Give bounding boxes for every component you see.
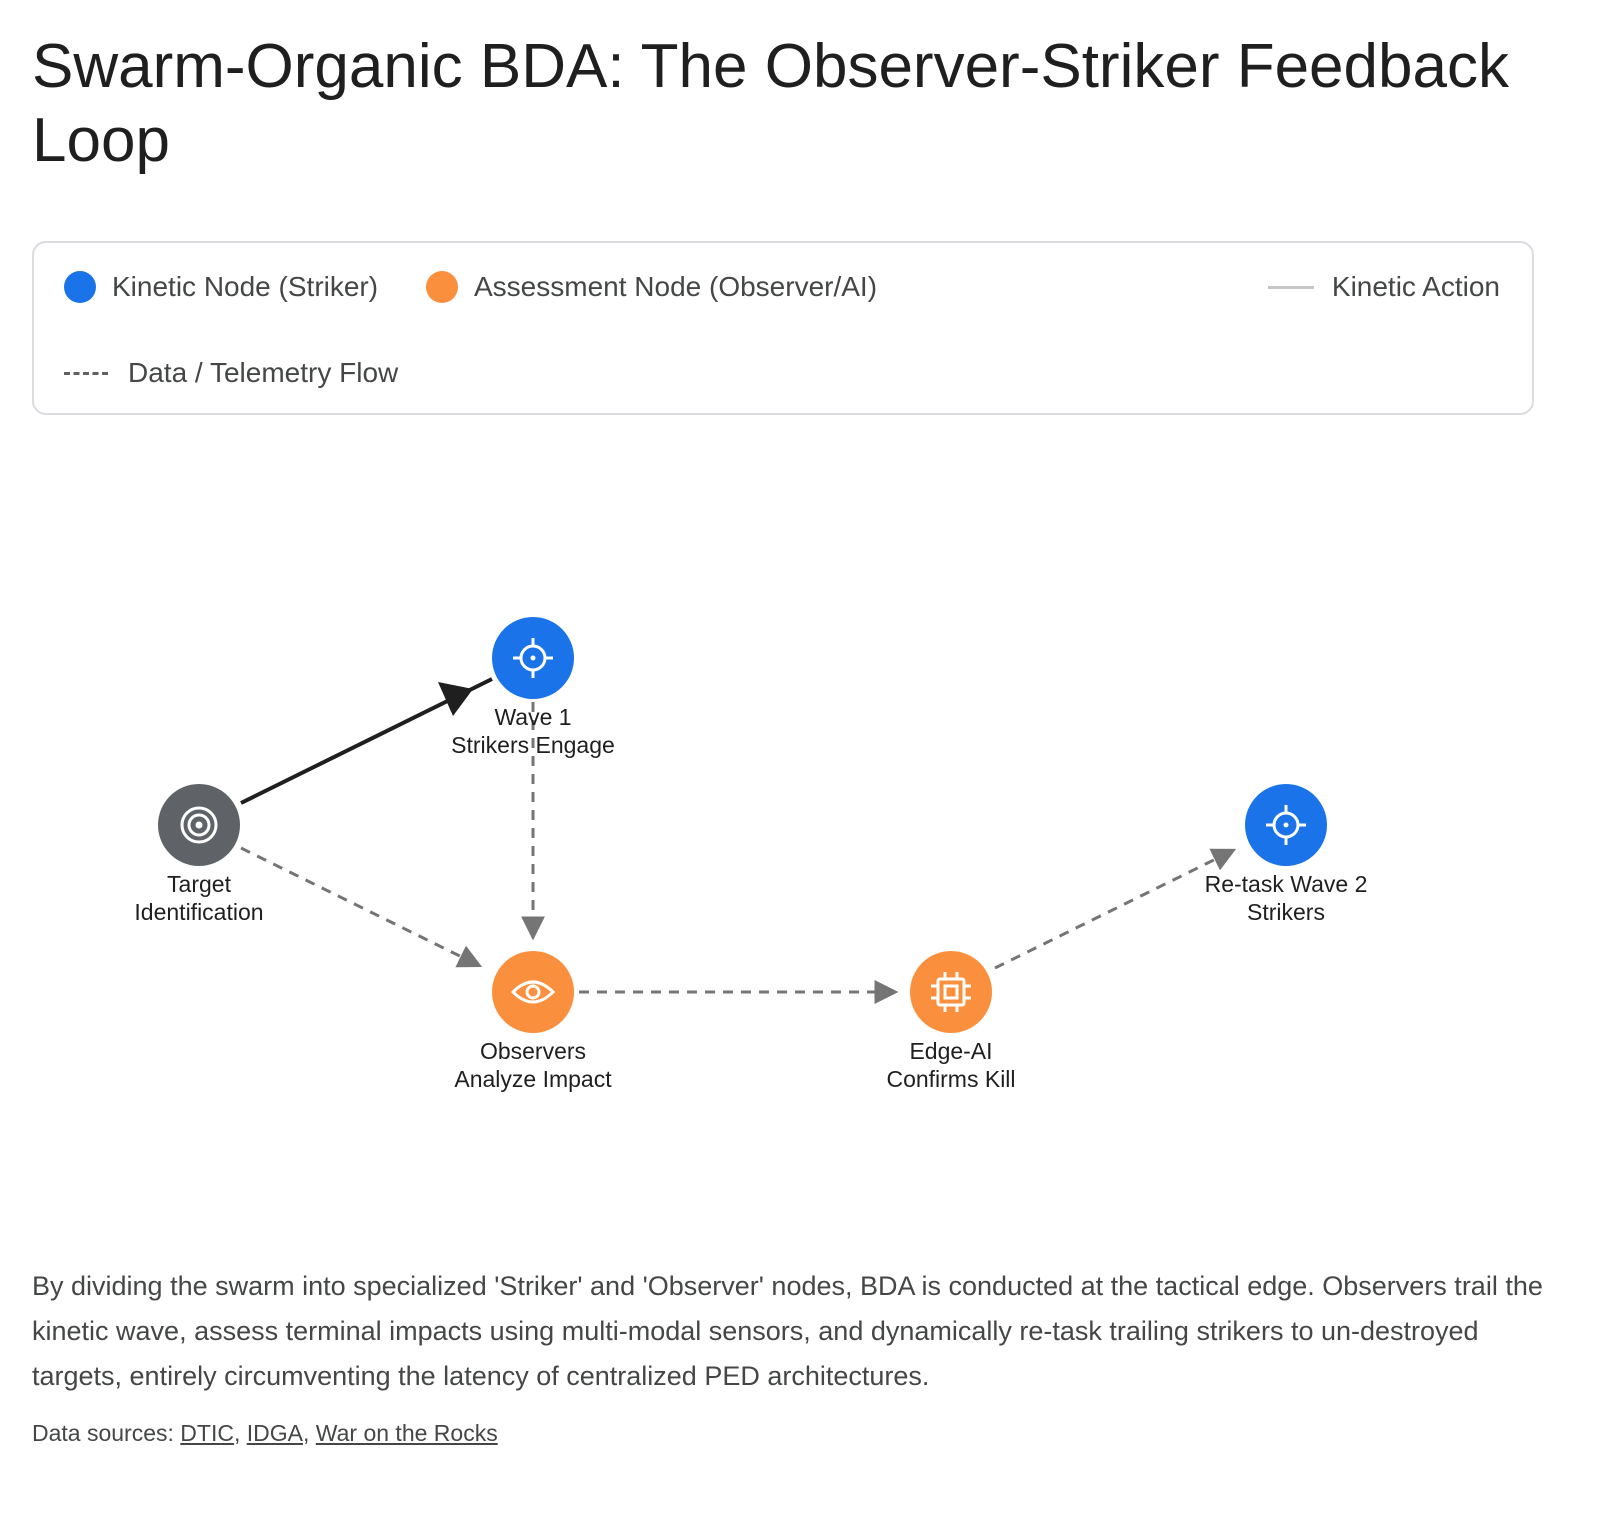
node-target [158,784,240,866]
source-link-idga[interactable]: IDGA [246,1420,303,1446]
node-label-target: Target Identification [134,871,264,925]
node-label-wave1: Wave 1 Strikers Engage [451,704,615,758]
source-link-dtic[interactable]: DTIC [180,1420,234,1446]
legend-item-assessment-node: Assessment Node (Observer/AI) [426,271,877,303]
legend-label: Kinetic Action [1331,271,1500,302]
kinetic-arrowhead [438,682,473,716]
data-sources: Data sources: DTIC, IDGA, War on the Roc… [32,1420,498,1446]
sources-prefix: Data sources: [32,1420,181,1446]
assessment-node-swatch [426,271,458,303]
node-observers [492,951,574,1033]
legend-label: Assessment Node (Observer/AI) [474,271,878,302]
edge-edge-ai-to-wave2 [994,848,1237,970]
eye-icon [510,980,556,1004]
source-link-war-on-the-rocks[interactable]: War on the Rocks [315,1420,498,1446]
legend-label: Data / Telemetry Flow [128,357,399,388]
node-label-observers: Observers Analyze Impact [454,1038,612,1092]
node-wave2 [1245,784,1327,866]
legend-item-kinetic-node: Kinetic Node (Striker) [64,271,378,303]
edge-target-to-observers [240,846,483,968]
diagram-canvas [158,617,1327,1033]
crosshair-icon [513,638,553,678]
kinetic-node-swatch [64,271,96,303]
diagram-caption: By dividing the swarm into specialized '… [32,1271,1543,1391]
crosshair-icon [1266,805,1306,845]
data-flow-swatch [64,371,108,375]
feedback-loop-diagram: Wave 1 Strikers Engage Target Identifica… [0,440,1600,1220]
chip-icon [931,972,971,1012]
page-title: Swarm-Organic BDA: The Observer-Striker … [32,32,1509,175]
target-icon [180,806,218,844]
node-label-edge-ai: Edge-AI Confirms Kill [886,1038,1016,1092]
legend-item-data-flow: Data / Telemetry Flow [64,357,398,389]
node-wave1 [492,617,574,699]
node-label-wave2: Re-task Wave 2 Strikers [1204,871,1368,925]
legend-label: Kinetic Node (Striker) [112,271,379,302]
legend: Kinetic Node (Striker) Assessment Node (… [32,241,1534,415]
legend-item-kinetic-action: Kinetic Action [1267,271,1500,303]
kinetic-action-swatch [1267,285,1314,289]
node-edge-ai [910,951,992,1033]
